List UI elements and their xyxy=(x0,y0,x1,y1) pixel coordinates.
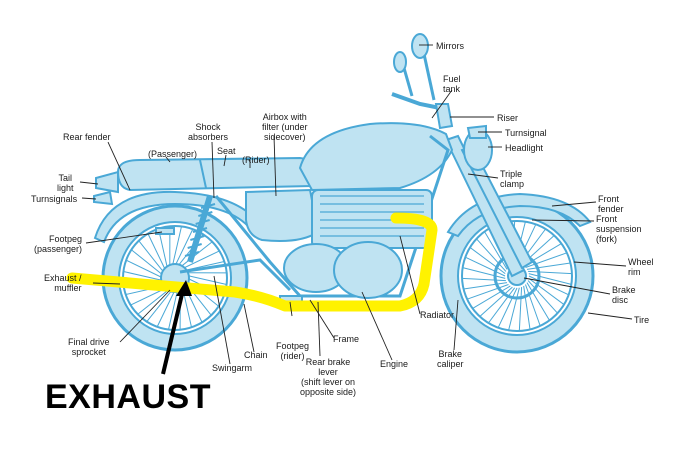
shock-coil xyxy=(198,211,213,217)
engine-shape xyxy=(283,189,433,299)
shock-coil xyxy=(192,227,208,233)
spoke xyxy=(525,284,541,327)
label-exhaust-muffler: Exhaust / muffler xyxy=(44,273,82,293)
label-passenger: (Passenger) xyxy=(148,149,198,159)
label-brake-disc: Brake disc xyxy=(612,285,636,305)
spoke xyxy=(174,228,194,267)
spoke xyxy=(528,277,565,305)
label-swingarm: Swingarm xyxy=(212,363,253,373)
mirror-shape xyxy=(402,67,414,97)
rear-turnsignal-shape xyxy=(93,190,114,206)
label-wheel-rim: Wheel rim xyxy=(628,257,654,277)
label-front-suspension: Front suspension (fork) xyxy=(596,214,642,244)
spoke xyxy=(465,256,506,277)
spoke xyxy=(528,273,572,285)
label-front-fender: Front fender xyxy=(598,194,624,214)
spoke xyxy=(469,247,506,275)
frame-shape xyxy=(214,134,450,298)
motorcycle-drawing xyxy=(93,33,595,354)
handlebar-shape xyxy=(391,92,441,110)
spoke xyxy=(138,240,165,274)
spoke xyxy=(167,289,179,330)
spoke xyxy=(186,274,227,286)
spoke xyxy=(171,226,183,267)
label-turnsignals: Turnsignals xyxy=(31,194,78,204)
spoke xyxy=(479,286,513,317)
label-seat: Seat xyxy=(217,146,236,156)
shock-coil xyxy=(187,243,202,249)
fork-shape xyxy=(444,134,526,278)
shock-coil xyxy=(190,235,205,241)
label-chain: Chain xyxy=(244,350,268,360)
label-headlight: Headlight xyxy=(505,143,544,153)
spoke xyxy=(497,287,518,328)
exhaust-highlight xyxy=(66,212,438,312)
spoke xyxy=(488,287,516,324)
airbox-cover xyxy=(245,188,320,242)
spoke xyxy=(137,288,171,315)
label-footpeg-passenger: Footpeg (passenger) xyxy=(34,234,83,254)
label-footpeg-rider: Footpeg (rider) xyxy=(276,341,310,361)
spoke xyxy=(523,285,531,330)
leader-lines xyxy=(79,44,633,365)
label-tail-light: Tail light xyxy=(57,173,74,193)
spoke xyxy=(526,262,571,270)
label-shock-absorbers: Shock absorbers xyxy=(188,122,229,142)
label-engine: Engine xyxy=(380,359,409,369)
shock-coil xyxy=(184,251,200,257)
spoke xyxy=(508,287,520,331)
label-rider: (Rider) xyxy=(242,155,270,165)
spoke xyxy=(147,233,167,271)
spoke xyxy=(484,231,508,270)
riser-shape xyxy=(434,103,454,130)
spoke xyxy=(131,249,164,276)
rear-wheel xyxy=(101,204,249,352)
spoke xyxy=(526,282,550,321)
footpeg-passenger-shape xyxy=(155,227,175,235)
spoke xyxy=(463,282,508,290)
shock-coil xyxy=(200,203,216,209)
spoke xyxy=(528,275,569,296)
shock-absorber-shape xyxy=(184,195,216,263)
fuel-tank-shape xyxy=(298,122,454,192)
spoke xyxy=(182,250,220,270)
spoke xyxy=(528,270,572,275)
label-fuel-tank: Fuel tank xyxy=(443,74,461,94)
front-turnsignal-shape xyxy=(466,124,487,139)
spoke xyxy=(179,241,213,268)
spoke xyxy=(125,259,164,279)
spoke xyxy=(527,280,558,314)
shock-coil xyxy=(195,219,210,225)
label-rear-fender: Rear fender xyxy=(63,132,111,142)
seat-shape xyxy=(116,156,318,192)
spoke xyxy=(476,238,507,272)
label-final-drive-sprocket: Final drive sprocket xyxy=(68,337,110,357)
spoke xyxy=(157,228,169,269)
spoke xyxy=(466,284,509,300)
spoke xyxy=(146,289,173,322)
label-tire: Tire xyxy=(634,315,650,325)
label-frame: Frame xyxy=(333,334,360,344)
spoke xyxy=(525,252,568,268)
front-rim xyxy=(461,220,573,332)
label-mirrors: Mirrors xyxy=(436,41,464,51)
label-radiator: Radiator xyxy=(420,310,455,320)
spoke xyxy=(518,287,523,331)
label-airbox: Airbox with filter (under sidecover) xyxy=(262,112,308,142)
spoke xyxy=(462,267,506,279)
label-riser: Riser xyxy=(497,113,519,123)
spoke xyxy=(156,289,176,328)
exhaust-callout-arrow xyxy=(161,280,192,375)
tail-light-shape xyxy=(95,170,119,194)
label-rear-brake-lever: Rear brake lever (shift lever on opposit… xyxy=(300,357,357,397)
label-brake-caliper: Brake caliper xyxy=(437,349,464,369)
spoke xyxy=(123,270,164,282)
label-triple-clamp: Triple clamp xyxy=(500,169,525,189)
exhaust-callout-label: EXHAUST xyxy=(45,378,211,416)
spoke xyxy=(472,285,511,309)
label-turnsignal: Turnsignal xyxy=(505,128,547,138)
spoke xyxy=(462,277,506,282)
